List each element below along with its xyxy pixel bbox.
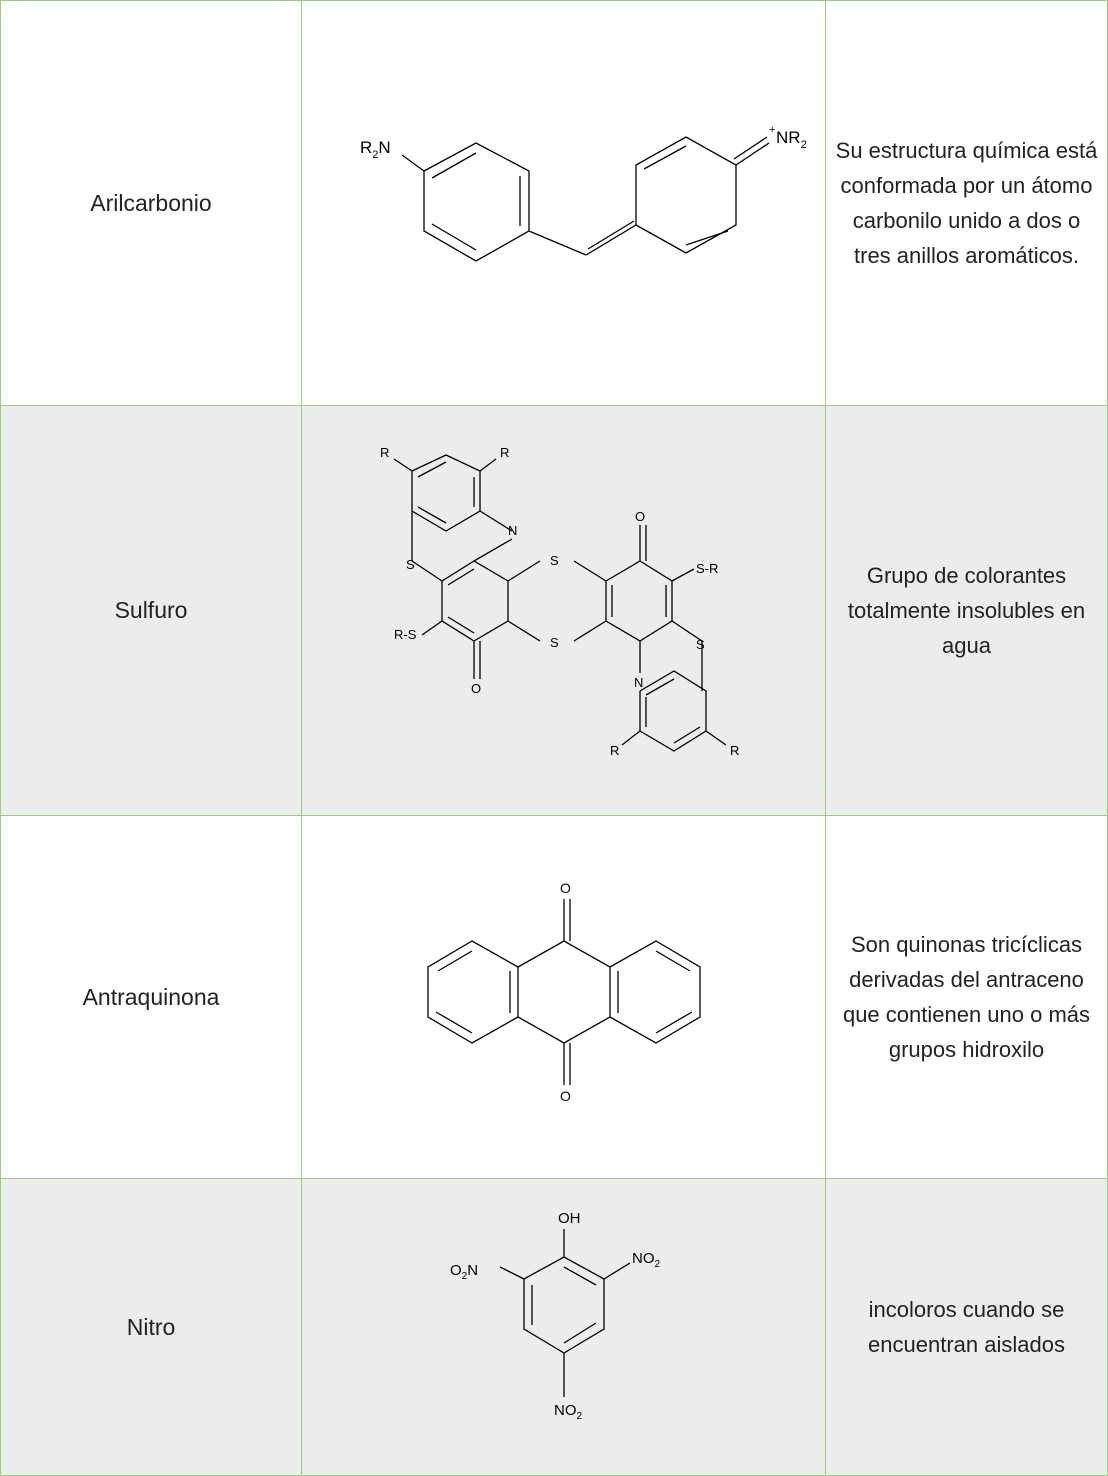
rs-label: R-S: [394, 627, 417, 642]
s-label: S: [550, 553, 559, 568]
dye-class-name: Arilcarbonio: [0, 0, 302, 406]
o-label: O: [560, 880, 571, 896]
arilcarbonio-structure: R2N + NR2: [360, 124, 807, 262]
o-label: O: [635, 509, 645, 524]
sulfuro-structure: R R N S S S O S-R R-S O S N R R: [380, 445, 739, 758]
r-label: R: [610, 743, 619, 758]
dye-class-name: Sulfuro: [0, 405, 302, 816]
no2-label: NO2: [554, 1402, 583, 1422]
amine-label: R2N: [360, 138, 391, 161]
structure-cell: OH O2N NO2 NO2: [301, 1178, 826, 1476]
dye-class-name: Antraquinona: [0, 815, 302, 1179]
table-row-sulfuro: Sulfuro: [0, 405, 1108, 816]
antraquinona-structure: O O: [426, 880, 701, 1104]
o-label: O: [471, 681, 481, 696]
table-row-arilcarbonio: Arilcarbonio R2N: [0, 0, 1108, 406]
s-label: S: [406, 557, 415, 572]
nitro-structure: OH O2N NO2 NO2: [450, 1210, 661, 1422]
o2n-label: O2N: [450, 1262, 478, 1282]
n-label: N: [508, 523, 517, 538]
o-label: O: [560, 1088, 571, 1104]
r-label: R: [500, 445, 509, 460]
oh-label: OH: [558, 1210, 581, 1227]
structure-cell: R2N + NR2: [301, 0, 826, 406]
table-row-antraquinona: Antraquinona O O: [0, 815, 1108, 1179]
charge-label: +: [769, 124, 775, 136]
iminium-label: NR2: [776, 128, 807, 151]
no2-label: NO2: [632, 1250, 661, 1270]
n-label: N: [634, 675, 643, 690]
r-label: R: [380, 445, 389, 460]
structure-cell: O O: [301, 815, 826, 1179]
dye-class-description: Son quinonas tricíclicas derivadas del a…: [842, 932, 1091, 1062]
r-label: R: [730, 743, 739, 758]
description-cell: Son quinonas tricíclicas derivadas del a…: [825, 815, 1108, 1179]
dye-class-description: Su estructura química está conformada po…: [835, 138, 1098, 268]
table-row-nitro: Nitro OH O2N NO2 NO2 incoloros cuando se…: [0, 1178, 1108, 1476]
description-cell: Su estructura química está conformada po…: [825, 0, 1108, 406]
structure-cell: R R N S S S O S-R R-S O S N R R: [301, 405, 826, 816]
dye-class-description: Grupo de colorantes totalmente insoluble…: [847, 563, 1086, 658]
sr-label: S-R: [696, 561, 718, 576]
s-label: S: [696, 637, 705, 652]
description-cell: Grupo de colorantes totalmente insoluble…: [825, 405, 1108, 816]
description-cell: incoloros cuando se encuentran aislados: [825, 1178, 1108, 1476]
dye-class-description: incoloros cuando se encuentran aislados: [868, 1297, 1065, 1357]
s-label: S: [550, 635, 559, 650]
dye-class-name: Nitro: [0, 1178, 302, 1476]
